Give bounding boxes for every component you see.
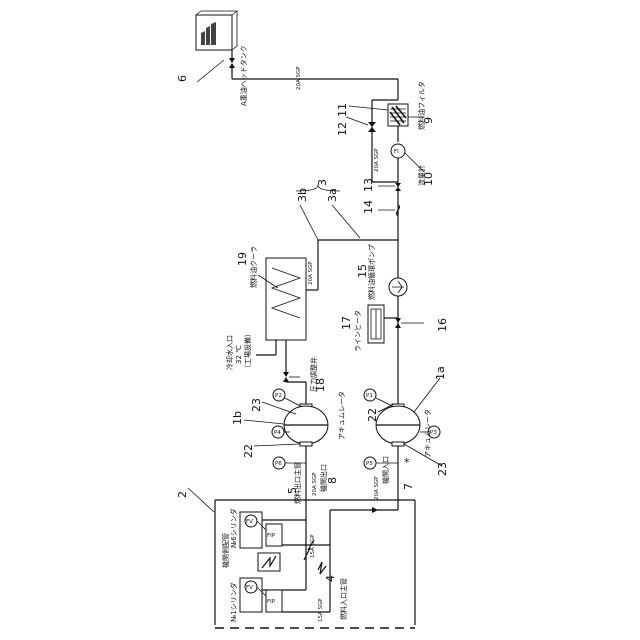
gauge-p5-label: P5 (366, 461, 373, 467)
outlet-main-label: 燃料出口主管 (293, 462, 302, 504)
cooling-temp-label: 32 ℃ (235, 345, 243, 364)
label-11: 11 (336, 103, 349, 117)
accumulator-top-label: アキュムレータ (337, 391, 346, 440)
flow-meter-label: 流量計 (417, 165, 426, 186)
label-3b: 3b (296, 188, 309, 202)
asterisk: * (404, 456, 410, 469)
head-tank (196, 11, 237, 50)
fuel-cooler-label: 燃料油クーラ (249, 246, 258, 288)
flow-meter-fi: FI (394, 149, 399, 155)
gauge-p4-label: P4 (274, 430, 281, 436)
cylinder-1-fv-label: FV (246, 585, 253, 591)
engine-side-label: 機関側配管 (221, 533, 230, 568)
label-18: 18 (314, 378, 327, 392)
label-6: 6 (176, 75, 189, 82)
pipe-20a-filter-label: 20A SGP (374, 148, 380, 172)
label-22-bottom: 22 (366, 408, 379, 422)
pipe-20a-in-label: 20A SGP (374, 476, 380, 500)
label-17: 17 (340, 316, 353, 330)
pipe-20a-out-label: 20A SGP (312, 472, 318, 496)
accumulator-bottom-label: アキュムレータ (423, 409, 432, 458)
label-3: 3 (316, 179, 329, 186)
line-heater-label: ラインヒータ (353, 310, 362, 352)
label-16: 16 (436, 318, 449, 332)
head-tank-valve (229, 58, 235, 68)
pump-label: 燃料油循環ポンプ (367, 244, 376, 300)
cylinder-6-label: №6シリンダ (229, 508, 238, 548)
mid-valve-box (258, 553, 280, 571)
label-3a: 3a (326, 188, 339, 202)
label-23-top: 23 (250, 398, 263, 412)
cylinder-6-fip-label: FIP (267, 533, 276, 539)
label-14: 14 (362, 200, 375, 214)
pressure-valve-18 (283, 372, 289, 382)
cylinder-6-fv-label: FV (246, 519, 253, 525)
cylinder-1-fip-label: FIP (267, 599, 276, 605)
label-13: 13 (362, 178, 375, 192)
head-tank-label: A重油ヘッドタンク (239, 45, 248, 106)
bypass-valve-12 (368, 122, 376, 132)
cylinder-1-label: №1シリンダ (229, 582, 238, 622)
gauge-p2-label: P2 (275, 393, 282, 399)
label-12: 12 (336, 122, 349, 136)
label-4: 4 (324, 575, 337, 582)
accumulator-1a (376, 404, 420, 446)
cooling-source-label: （工場設備） (243, 330, 252, 372)
label-1b: 1b (231, 411, 244, 425)
pipe-15a-left-label: 15A SGP (318, 598, 324, 622)
label-7: 7 (402, 483, 415, 490)
label-1a: 1a (434, 366, 447, 380)
gauge-p6-label: P6 (275, 461, 282, 467)
fuel-cooler (266, 258, 306, 340)
heater-valve-16 (395, 318, 401, 328)
label-2: 2 (176, 491, 189, 498)
engine-inlet-label: 機関入口 (381, 456, 390, 484)
label-22-top: 22 (242, 444, 255, 458)
fuel-filter (388, 104, 408, 126)
inlet-main-label: 燃料入口主管 (339, 578, 348, 620)
pipe-20a-top-label: 20A SGP (296, 66, 302, 90)
gauge-p1-label: P1 (366, 393, 373, 399)
label-19: 19 (236, 252, 249, 266)
fuel-filter-label: 燃料油フィルタ (417, 81, 426, 130)
accumulator-1b (284, 404, 328, 446)
cooling-water-label: 冷却水入口 (225, 335, 234, 370)
valve-13 (395, 183, 401, 191)
pipe-15a-mid-label: 15A SGP (310, 534, 316, 558)
label-8: 8 (326, 477, 339, 484)
pipe-20a-cooler-label: 20A SGP (308, 261, 314, 285)
